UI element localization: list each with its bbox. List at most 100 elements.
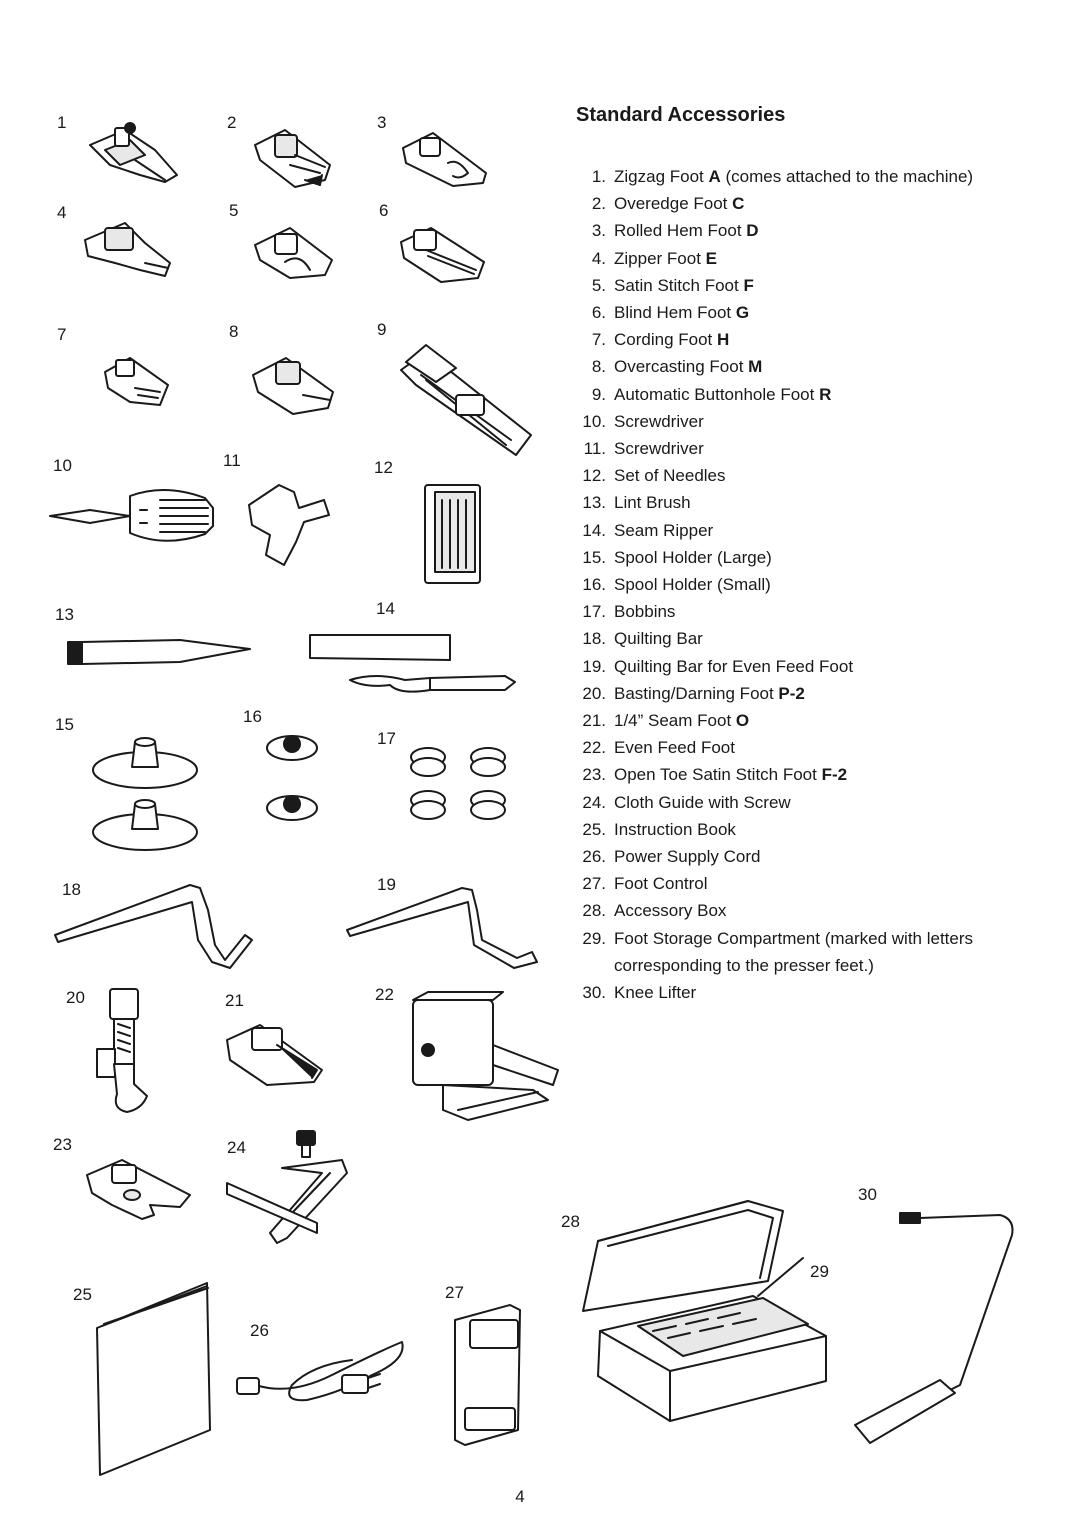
figure-label-7: 7 xyxy=(57,325,67,344)
seam-ripper-illustration xyxy=(309,634,516,693)
list-item: 12.Set of Needles xyxy=(576,462,1016,489)
item-letter: D xyxy=(746,221,759,241)
list-item: 8.Overcasting Foot M xyxy=(576,353,1016,380)
item-number: 2. xyxy=(591,194,606,214)
item-text: Open Toe Satin Stitch Foot xyxy=(614,765,822,785)
item-text: Spool Holder (Small) xyxy=(614,575,771,595)
item-text: Instruction Book xyxy=(614,819,736,839)
even-feed-foot-illustration xyxy=(412,991,559,1121)
list-item: 25.Instruction Book xyxy=(576,816,1016,843)
figure-label-3: 3 xyxy=(377,113,387,132)
item-letter: H xyxy=(717,330,730,350)
figure-label-10: 10 xyxy=(53,456,72,475)
figure-label-5: 5 xyxy=(229,201,239,220)
set-of-needles-illustration xyxy=(424,484,481,584)
item-number: 17. xyxy=(582,602,606,622)
item-text: Power Supply Cord xyxy=(614,847,761,867)
item-suffix: (comes attached to the machine) xyxy=(720,167,974,186)
list-item: 6.Blind Hem Foot G xyxy=(576,299,1016,326)
item-number: 7. xyxy=(591,330,606,350)
item-number: 3. xyxy=(591,221,606,241)
item-letter: G xyxy=(735,303,750,323)
item-number: 10. xyxy=(582,411,606,431)
item-text: Knee Lifter xyxy=(614,983,697,1003)
list-item: 17. Bobbins xyxy=(576,598,1016,625)
item-letter: P-2 xyxy=(778,683,805,703)
satin-stitch-foot-f-illustration xyxy=(254,227,333,279)
figure-label-23: 23 xyxy=(53,1135,72,1154)
item-text: Cording Foot xyxy=(614,330,717,350)
blind-hem-foot-g-illustration xyxy=(400,227,485,283)
buttonhole-foot-r-illustration xyxy=(400,344,532,456)
power-supply-cord-illustration xyxy=(236,1341,404,1402)
zipper-foot-e-illustration xyxy=(84,222,171,277)
item-number: 23. xyxy=(582,765,606,785)
item-text: Quilting Bar xyxy=(614,629,703,649)
item-number: 20. xyxy=(582,683,606,703)
list-item: 16. Spool Holder (Small) xyxy=(576,571,1016,598)
item-number: 30. xyxy=(582,983,606,1003)
figure-label-15: 15 xyxy=(55,715,74,734)
rolled-hem-foot-d-illustration xyxy=(402,132,487,187)
item-number: 11. xyxy=(583,439,606,459)
item-text: Set of Needles xyxy=(614,466,726,486)
darning-foot-p2-illustration xyxy=(96,988,148,1113)
accessory-list: 1.Zigzag Foot A (comes attached to the m… xyxy=(576,163,1016,1006)
item-letter: C xyxy=(732,194,745,214)
screwdriver-11-illustration xyxy=(248,484,330,566)
item-letter: F-2 xyxy=(821,765,848,785)
item-number: 24. xyxy=(582,792,606,812)
item-letter: F xyxy=(743,275,754,295)
spool-holder-small-illustration xyxy=(266,735,318,821)
figure-label-20: 20 xyxy=(66,988,85,1007)
list-item: 3. Rolled Hem Foot D xyxy=(576,217,1016,244)
item-number: 4. xyxy=(591,248,606,268)
item-text: Zipper Foot xyxy=(614,248,706,268)
figure-label-11: 11 xyxy=(223,451,241,470)
item-text: Basting/Darning Foot xyxy=(614,683,779,703)
item-text: Seam Ripper xyxy=(614,520,714,540)
list-item: 11.Screwdriver xyxy=(576,435,1016,462)
quilting-bar-illustration xyxy=(54,884,253,969)
page-title: Standard Accessories xyxy=(576,104,786,126)
item-text: Accessory Box xyxy=(614,901,727,921)
item-number: 29. xyxy=(582,928,606,948)
item-text: Rolled Hem Foot xyxy=(614,221,747,241)
list-item: 19.Quilting Bar for Even Feed Foot xyxy=(576,653,1016,680)
list-item: 30. Knee Lifter xyxy=(576,979,1016,1006)
figure-label-1: 1 xyxy=(57,113,67,132)
list-item: 24.Cloth Guide with Screw xyxy=(576,789,1016,816)
bobbins-illustration xyxy=(410,747,506,820)
figure-label-6: 6 xyxy=(379,201,389,220)
list-item: 7. Cording Foot H xyxy=(576,326,1016,353)
list-item: 23. Open Toe Satin Stitch Foot F-2 xyxy=(576,761,1016,788)
cording-foot-h-illustration xyxy=(104,357,169,406)
item-number: 1. xyxy=(591,167,606,186)
list-item: 21.1/4” Seam Foot O xyxy=(576,707,1016,734)
item-number: 26. xyxy=(582,847,606,867)
item-text: Foot Control xyxy=(614,874,708,894)
knee-lifter-illustration xyxy=(854,1212,1014,1444)
item-letter: R xyxy=(819,384,832,404)
accessory-box-illustration xyxy=(582,1200,827,1422)
item-number: 9. xyxy=(591,384,606,404)
list-item: 13.Lint Brush xyxy=(576,489,1016,516)
item-number: 5. xyxy=(591,275,606,295)
figure-label-2: 2 xyxy=(227,113,237,132)
item-text: Overedge Foot xyxy=(614,194,733,214)
item-text: Satin Stitch Foot xyxy=(614,275,744,295)
item-text: Bobbins xyxy=(614,602,676,622)
figure-label-13: 13 xyxy=(55,605,74,624)
item-letter: A xyxy=(708,167,721,186)
figure-label-29: 29 xyxy=(810,1262,829,1281)
page-number: 4 xyxy=(515,1487,525,1506)
quarter-inch-foot-o-illustration xyxy=(226,1024,323,1086)
figure-label-27: 27 xyxy=(445,1283,464,1302)
figure-label-24: 24 xyxy=(227,1138,246,1157)
item-number: 16. xyxy=(582,575,606,595)
item-number: 22. xyxy=(582,738,606,758)
item-text: Overcasting Foot xyxy=(614,357,749,377)
item-letter: M xyxy=(748,357,763,377)
figure-label-16: 16 xyxy=(243,707,262,726)
zigzag-foot-a-illustration xyxy=(89,122,178,183)
